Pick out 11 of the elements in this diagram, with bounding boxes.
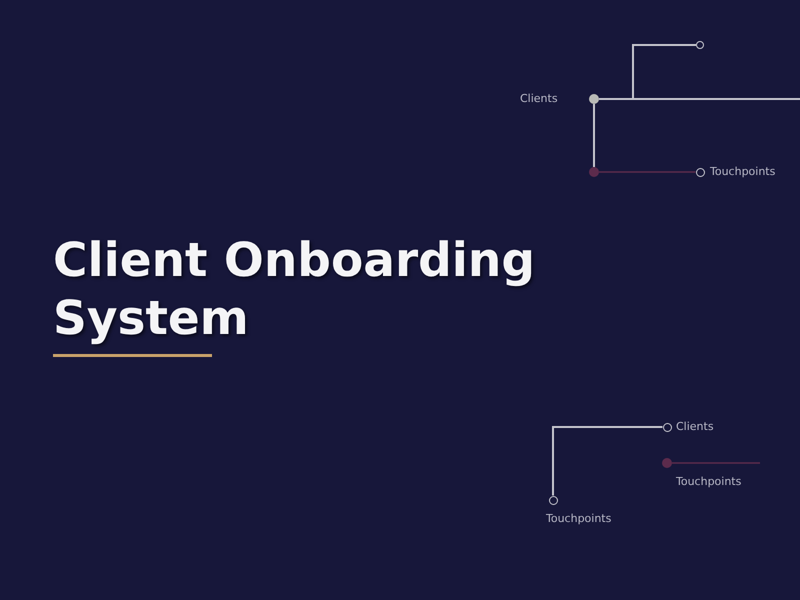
node-label: Clients [676, 419, 714, 435]
title: Client Onboarding System [53, 232, 536, 348]
connector-line [593, 104, 595, 167]
node-label: Touchpoints [676, 474, 742, 490]
connector-line [599, 98, 800, 100]
connector-line [552, 426, 662, 496]
node-label: Touchpoints [546, 511, 612, 527]
connector-line [672, 462, 760, 464]
connector-line [599, 171, 696, 173]
node-label: Clients [520, 91, 558, 107]
node-label: Touchpoints [710, 164, 776, 180]
